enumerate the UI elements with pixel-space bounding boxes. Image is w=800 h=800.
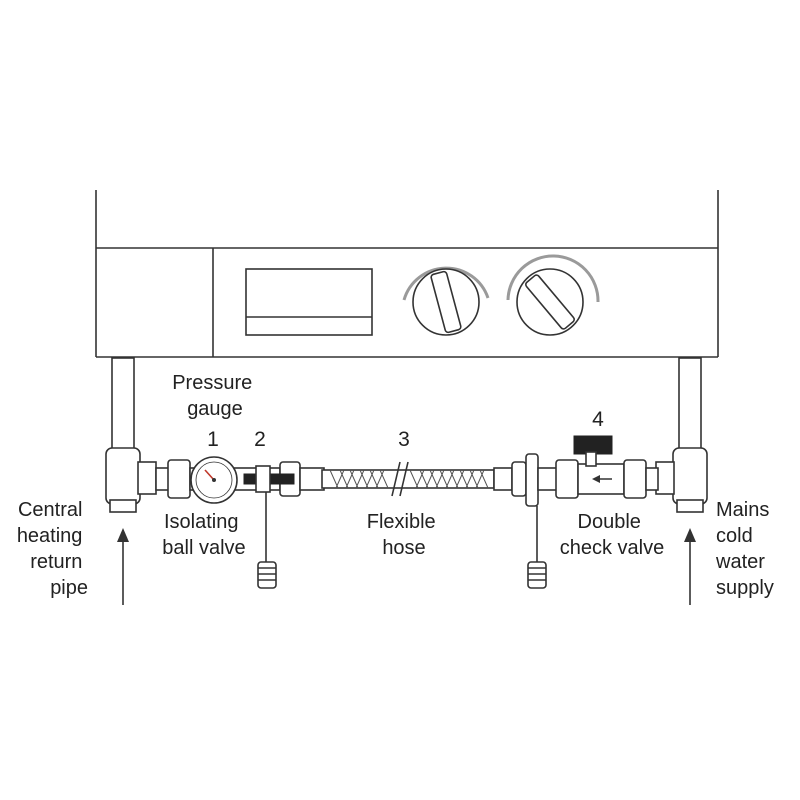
control-knob-right[interactable]: [506, 254, 600, 336]
left-valve-assembly: [155, 456, 325, 589]
label-central-heating-return-pipe: Central heating return pipe: [17, 499, 88, 599]
left-up-arrow-icon: [117, 528, 129, 605]
ball-valve-handle-icon[interactable]: [243, 465, 295, 493]
right-valve-assembly: [493, 435, 659, 589]
right-up-arrow-icon: [684, 528, 696, 605]
right-pipe-tee: [655, 357, 708, 513]
control-panel: [245, 254, 600, 336]
pressure-gauge-icon: [190, 456, 238, 504]
check-valve-handle-icon[interactable]: [573, 435, 613, 467]
label-num-1: 1: [207, 428, 219, 451]
label-num-2: 2: [254, 428, 266, 451]
label-isolating-ball-valve: Isolating ball valve: [162, 511, 245, 559]
label-mains-cold-water-supply: Mains cold water supply: [715, 499, 775, 599]
label-pressure-gauge: Pressure gauge: [172, 372, 258, 420]
flexible-hose: [321, 461, 495, 497]
label-num-4: 4: [592, 408, 604, 431]
label-flexible-hose: Flexible hose: [367, 511, 441, 559]
label-double-check-valve: Double check valve: [560, 511, 665, 559]
right-hang-cap: [527, 506, 547, 589]
display-screen: [245, 268, 373, 336]
left-hang-cap: [257, 492, 277, 589]
flow-arrow-icon: [592, 475, 612, 483]
label-num-3: 3: [398, 428, 410, 451]
left-pipe-tee: [105, 357, 157, 513]
boiler-casing: [95, 190, 719, 358]
control-knob-left[interactable]: [402, 266, 490, 336]
